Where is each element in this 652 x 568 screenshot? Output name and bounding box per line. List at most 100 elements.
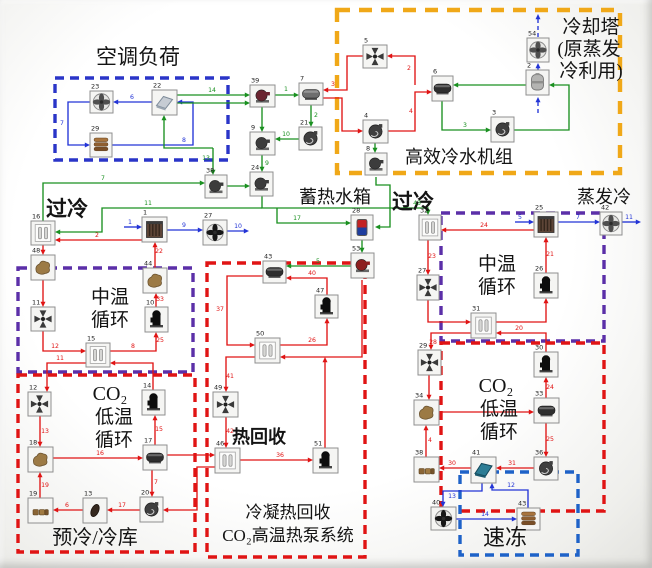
arrowhead [387, 53, 393, 59]
scroll-icon [144, 502, 159, 517]
pipe-red-43 [42, 331, 86, 354]
arrowhead [107, 507, 113, 513]
stream-label-12-21: 12 [507, 482, 515, 489]
component-54-fan-gray-15: 54 [526, 30, 550, 63]
comp-icon [537, 405, 556, 417]
region-co2-low-left [16, 373, 197, 554]
stream-label-20-50: 20 [515, 325, 523, 332]
pipe-red-63 [240, 457, 313, 463]
arrowhead [44, 386, 50, 392]
label-chiller: 高效冷水机组 [405, 147, 513, 167]
goods-icon [32, 509, 49, 516]
arrowhead [37, 441, 43, 447]
arrowhead [177, 99, 183, 105]
arrowhead [293, 92, 299, 98]
valve-icon [34, 310, 52, 328]
pipe-red-41 [40, 245, 46, 255]
pipe-green-31 [286, 263, 351, 269]
component-number: 43 [518, 500, 526, 508]
pumpv-icon [150, 310, 163, 328]
region-mid-temp-right [439, 211, 606, 343]
component-43-coil-53: 43 [516, 500, 541, 531]
arrowhead [511, 516, 517, 522]
stream-label-7-38: 7 [154, 479, 158, 486]
component-number: 24 [251, 164, 259, 172]
valve-icon [420, 353, 439, 372]
component-44-blob-21: 44 [142, 260, 168, 294]
component-number: 6 [433, 68, 437, 76]
component-number: 48 [32, 247, 40, 255]
pipe-blue-1 [67, 101, 90, 148]
arrowhead [37, 472, 43, 478]
component-14-pumpv-25: 14 [141, 382, 166, 416]
label-co2-right-3: 循环 [480, 421, 518, 443]
label-mid-temp-right-2: 循环 [478, 276, 516, 298]
arrowhead [496, 330, 502, 336]
pump-icon [255, 137, 270, 151]
component-43-comp-dark-31: 43 [262, 253, 287, 284]
stream-label-2-4: 2 [314, 112, 318, 119]
label-storage-tank: 蓄热水箱 [299, 187, 371, 207]
arrowhead [543, 237, 549, 243]
arrowhead [53, 507, 59, 513]
pipe-red-70 [543, 237, 549, 273]
arrowhead [286, 263, 292, 269]
arrowhead [55, 237, 61, 243]
stream-label-4-56: 4 [428, 437, 432, 444]
arrowhead [594, 219, 600, 225]
stream-label-31-54: 31 [508, 460, 516, 467]
arrowhead [40, 249, 46, 255]
stream-label-22-28: 22 [155, 248, 163, 255]
component-20-scroll-30: 20 [139, 489, 164, 523]
component-11-valve-18: 11 [30, 299, 56, 332]
component-9-pump-5: 9 [249, 124, 276, 156]
pipe-green-26 [261, 196, 431, 215]
pipe-red-54 [107, 507, 140, 513]
pipe-blue-3 [124, 224, 142, 230]
component-28-tank-33: 28 [350, 207, 374, 241]
arrowhead [323, 87, 329, 93]
component-38-pump-8: 38 [204, 167, 228, 199]
component-number: 38 [206, 167, 214, 175]
pipe-green-19 [177, 92, 250, 98]
pipe-green-28 [276, 208, 351, 226]
pipe-red-58 [226, 275, 263, 348]
component-51-pumpv-39: 51 [312, 440, 339, 474]
arrowhead [153, 332, 159, 338]
pump-icon [254, 177, 269, 191]
component-31-hx-43: 31 [470, 305, 497, 339]
stream-label-7-0: 7 [101, 175, 105, 182]
pipe-red-57 [163, 466, 215, 513]
component-number: 40 [432, 499, 440, 507]
region-ac-load [53, 76, 230, 162]
component-number: 13 [84, 490, 92, 498]
component-27-fan-black-20: 27 [202, 212, 228, 246]
component-39-pump-maroon-3: 39 [249, 77, 276, 108]
arrowhead [543, 451, 549, 457]
hx-icon [89, 346, 107, 364]
component-6-comp-dark-12: 6 [431, 68, 454, 102]
stream-label-33-29: 33 [156, 296, 164, 303]
component-47-pumpv-35: 47 [314, 287, 339, 319]
pipe-green-32 [453, 82, 526, 88]
label-cooling-tower-1: 冷却塔 [562, 16, 619, 38]
pipe-red-69 [496, 298, 549, 323]
arrowhead [543, 298, 549, 304]
component-12-valve-24: 12 [27, 384, 52, 417]
fan-icon [206, 223, 224, 242]
pipe-red-47 [153, 293, 159, 307]
arrowhead [635, 219, 641, 225]
component-number: 27 [418, 267, 426, 275]
pipe-red-44 [44, 362, 86, 392]
arrowhead [152, 242, 158, 248]
label-ac-load: 空调负荷 [96, 45, 180, 69]
component-40-fan-black-52: 40 [430, 499, 457, 531]
component-number: 25 [535, 204, 543, 212]
component-number: 51 [314, 440, 322, 448]
pump-icon [255, 89, 270, 103]
label-precool: 预冷/冷库 [52, 526, 138, 549]
pipe-green-34 [514, 82, 570, 131]
component-number: 12 [29, 384, 37, 392]
pump-icon [209, 180, 224, 194]
arrowhead [307, 457, 313, 463]
